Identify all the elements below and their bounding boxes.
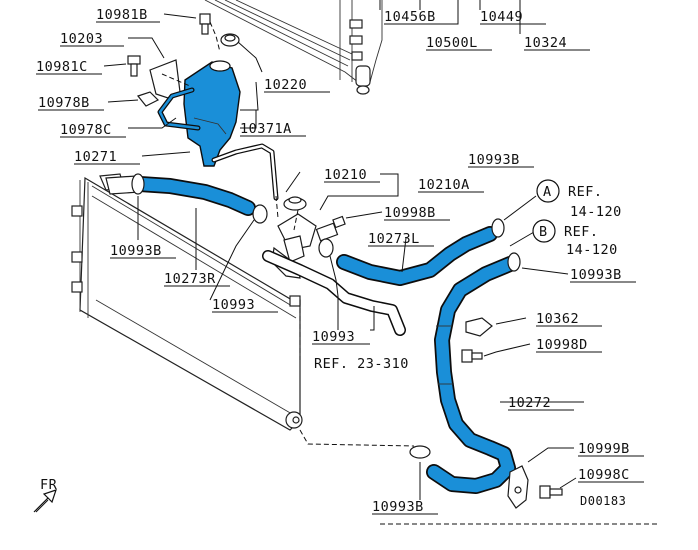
label-10371a: 10371A bbox=[240, 121, 292, 137]
ref-b-letter: B bbox=[539, 224, 548, 240]
reservoir-cap bbox=[220, 33, 240, 47]
ref-b: B REF. 14-120 bbox=[532, 219, 618, 258]
label-10210a: 10210A bbox=[418, 177, 470, 193]
label-10978c: 10978C bbox=[60, 122, 112, 138]
clamp-10993b-r2 bbox=[507, 252, 521, 272]
upper-hose-10273r bbox=[132, 176, 256, 216]
clamp-10993b-bottom bbox=[409, 445, 431, 459]
label-10271: 10271 bbox=[74, 149, 117, 165]
label-10210: 10210 bbox=[324, 167, 367, 183]
label-10273l: 10273L bbox=[368, 231, 420, 247]
ref-a-page: 14-120 bbox=[570, 204, 622, 220]
label-10978b: 10978B bbox=[38, 95, 90, 111]
label-10998d: 10998D bbox=[536, 337, 588, 353]
label-10993-b: 10993 bbox=[312, 329, 355, 345]
drawing-code: D00183 bbox=[580, 494, 626, 508]
clamp-10362 bbox=[465, 317, 493, 337]
label-10993b-right-2: 10993B bbox=[570, 267, 622, 283]
clamp-10993b-r1 bbox=[491, 218, 505, 238]
fr-label: FR bbox=[40, 477, 58, 493]
ref-b-text: REF. bbox=[564, 224, 599, 240]
label-10273r: 10273R bbox=[164, 271, 216, 287]
radiator-top bbox=[204, 0, 383, 95]
label-10220: 10220 bbox=[264, 77, 307, 93]
leader-lines bbox=[103, 0, 584, 500]
label-10981b: 10981B bbox=[96, 7, 148, 23]
ref-23-310: REF. 23-310 bbox=[314, 356, 409, 372]
reservoir-bracket bbox=[149, 59, 181, 99]
bracket-10999b bbox=[507, 465, 529, 509]
bolt-10981c bbox=[127, 55, 141, 77]
label-10449: 10449 bbox=[480, 9, 523, 25]
clamp-10993-b bbox=[318, 238, 334, 258]
label-10993b-right-1: 10993B bbox=[468, 152, 520, 168]
clamp-10993b-upper bbox=[131, 173, 145, 195]
label-10272: 10272 bbox=[508, 395, 551, 411]
label-10456b: 10456B bbox=[384, 9, 436, 25]
front-arrow: FR bbox=[33, 477, 58, 513]
ref-a: A REF. 14-120 bbox=[536, 179, 622, 220]
ref-a-text: REF. bbox=[568, 184, 603, 200]
bolt-10998c bbox=[539, 485, 563, 499]
ref-b-page: 14-120 bbox=[566, 242, 618, 258]
label-underlines bbox=[36, 21, 644, 515]
label-10998b: 10998B bbox=[384, 205, 436, 221]
reservoir-tank bbox=[183, 60, 241, 167]
label-10993b-left: 10993B bbox=[110, 243, 162, 259]
bypass-pipe bbox=[262, 250, 406, 336]
ref-a-letter: A bbox=[543, 184, 552, 200]
label-10999b: 10999B bbox=[578, 441, 630, 457]
hose-10273l bbox=[336, 226, 498, 286]
label-10362: 10362 bbox=[536, 311, 579, 327]
label-10324: 10324 bbox=[524, 35, 567, 51]
bolt-10981b bbox=[199, 13, 211, 35]
clip-10978b bbox=[136, 91, 160, 107]
label-10993b-bottom: 10993B bbox=[372, 499, 424, 515]
bolt-10998d bbox=[461, 349, 483, 363]
clamp-10993-a bbox=[252, 204, 268, 224]
label-10981c: 10981C bbox=[36, 59, 88, 75]
radiator-cap-10210 bbox=[283, 196, 307, 211]
label-10203: 10203 bbox=[60, 31, 103, 47]
sensor-10998b bbox=[315, 215, 346, 242]
hose-10272 bbox=[426, 256, 518, 494]
label-10998c: 10998C bbox=[578, 467, 630, 483]
label-10500l: 10500L bbox=[426, 35, 478, 51]
label-10993-a: 10993 bbox=[212, 297, 255, 313]
